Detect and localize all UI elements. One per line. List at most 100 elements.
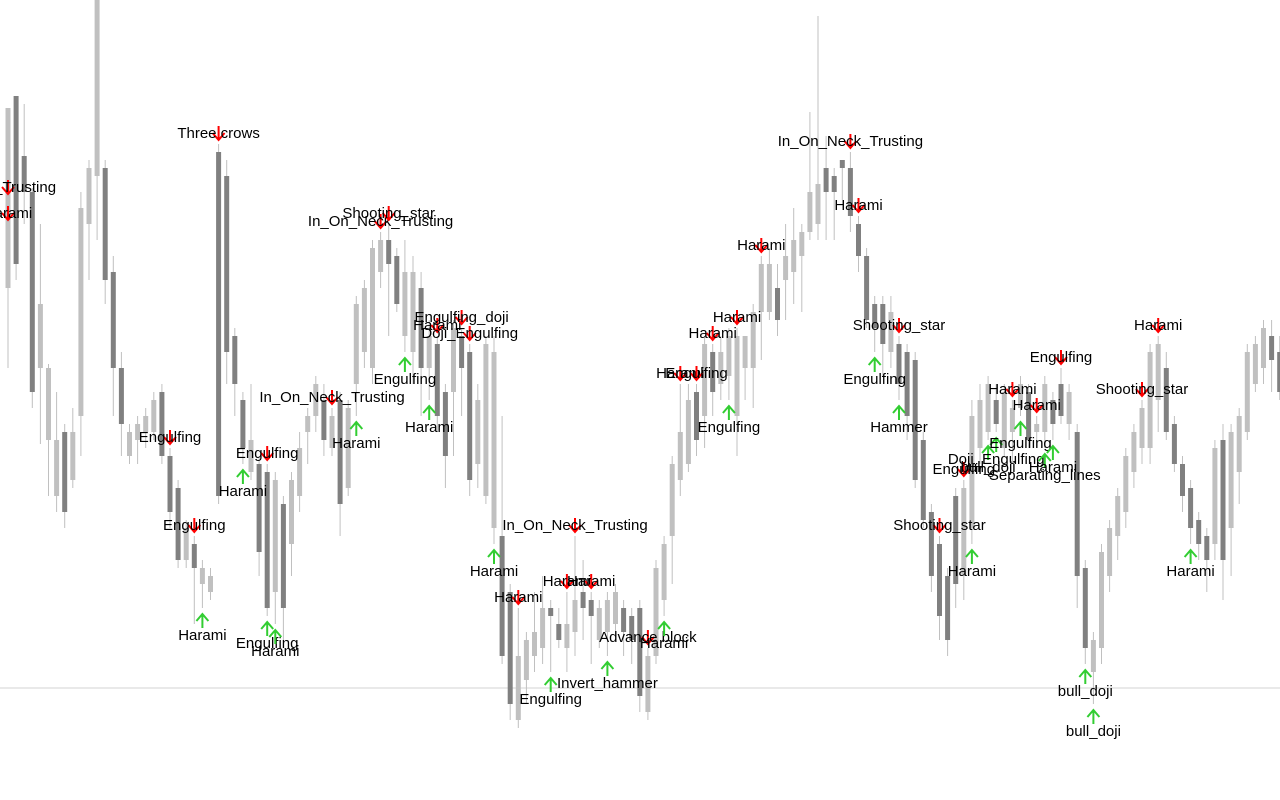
candle (596, 600, 602, 648)
candle-body (750, 312, 756, 368)
pattern-signal: Harami (0, 205, 32, 222)
candle (1082, 560, 1088, 664)
pattern-signal: Advance block (599, 629, 697, 646)
candle (1099, 544, 1104, 664)
candle-body (410, 272, 416, 352)
candle-body (110, 272, 116, 368)
candle-body (127, 432, 132, 456)
candle (1180, 456, 1185, 512)
candle-body (604, 600, 610, 632)
candle (1058, 368, 1064, 424)
pattern-label: Neck_Trusting (0, 179, 56, 196)
candle-body (442, 392, 448, 456)
candle (483, 336, 489, 504)
candle-body (847, 168, 853, 216)
bearish-arrow-icon (1151, 318, 1165, 334)
pattern-signal: Neck_Trusting (0, 179, 56, 196)
bullish-arrow-icon (892, 404, 906, 420)
candle (669, 456, 675, 584)
candle-body (710, 352, 716, 392)
pattern-label: Harami (219, 483, 267, 500)
pattern-label: In_On_Neck_Trusting (259, 389, 404, 406)
signals-layer: Harami Neck_TrustingHaramiAdvance block En… (0, 125, 1215, 740)
candle-body (1050, 400, 1056, 424)
candle-body (1139, 408, 1145, 448)
bullish-arrow-icon (260, 620, 274, 636)
candle (880, 296, 886, 376)
pattern-signal: Engulfing (236, 620, 298, 652)
bearish-arrow-icon (754, 238, 769, 254)
candle-body (556, 624, 562, 640)
pattern-label: Harami (494, 589, 542, 606)
candle (1009, 400, 1015, 464)
candle-body (718, 352, 724, 384)
pattern-label: Separating_lines (989, 467, 1101, 484)
pattern-signal: Harami (656, 365, 704, 382)
pattern-label: Three crows (177, 125, 260, 142)
candle-body (669, 464, 675, 536)
candle (175, 480, 181, 568)
bearish-arrow-icon (892, 318, 906, 334)
candle-body (734, 336, 740, 416)
candle (143, 408, 149, 448)
pattern-label: Engulfing (933, 461, 996, 478)
candle-body (491, 352, 497, 528)
pattern-signal: Harami (494, 589, 542, 606)
candle-body (232, 336, 238, 384)
candle-body (823, 168, 829, 192)
candle-body (102, 168, 108, 280)
pattern-label: Harami (332, 435, 380, 452)
candle-body (985, 384, 991, 432)
candle-body (613, 592, 618, 624)
pattern-label: Shooting_star (1096, 381, 1189, 398)
candle (548, 600, 554, 672)
bullish-arrow-icon (1038, 452, 1052, 468)
pattern-signal: bull_doji (961, 444, 1016, 476)
pattern-label: Engulfing (989, 435, 1052, 452)
candle (734, 328, 740, 456)
candle-body (637, 608, 643, 696)
candle (685, 384, 691, 472)
pattern-signal: Harami (178, 612, 227, 644)
candle (928, 504, 934, 592)
candle (37, 224, 43, 444)
candle-body (256, 464, 262, 552)
candle (78, 192, 84, 456)
candle (451, 320, 456, 456)
candle (1034, 416, 1040, 448)
candle-body (1115, 496, 1121, 536)
candle-body (1212, 448, 1218, 544)
candle-body (86, 168, 92, 224)
candle-body (920, 440, 926, 520)
candle (378, 232, 384, 288)
candle (702, 336, 708, 448)
candle (515, 608, 521, 728)
candle (953, 488, 959, 608)
pattern-label: Engulfing (163, 517, 226, 534)
candle (1139, 400, 1145, 464)
candle (1050, 392, 1056, 440)
candle (110, 256, 116, 416)
candle (442, 384, 448, 488)
candle-body (159, 392, 165, 456)
candle (985, 376, 991, 440)
candle (305, 408, 311, 464)
pattern-label: Doji_Engulfing (948, 451, 1045, 468)
bearish-arrow-icon (511, 590, 526, 606)
candle (677, 384, 683, 496)
candle-body (1171, 424, 1177, 464)
candle-body (694, 392, 699, 440)
bearish-arrow-icon (1135, 382, 1149, 398)
bullish-arrow-icon (657, 620, 671, 636)
pattern-label: Engulfing_doji (414, 309, 508, 326)
candle-body (831, 176, 837, 192)
pattern-label: bull_doji (1066, 723, 1121, 740)
candle-body (37, 304, 43, 368)
pattern-label: Engulfing (843, 371, 906, 388)
candle (710, 344, 716, 416)
candle (969, 400, 975, 544)
candle (856, 216, 861, 272)
bullish-arrow-icon (1013, 420, 1028, 436)
pattern-label: Doji_Engulfing (421, 325, 518, 342)
pattern-label: Harami (656, 365, 704, 382)
